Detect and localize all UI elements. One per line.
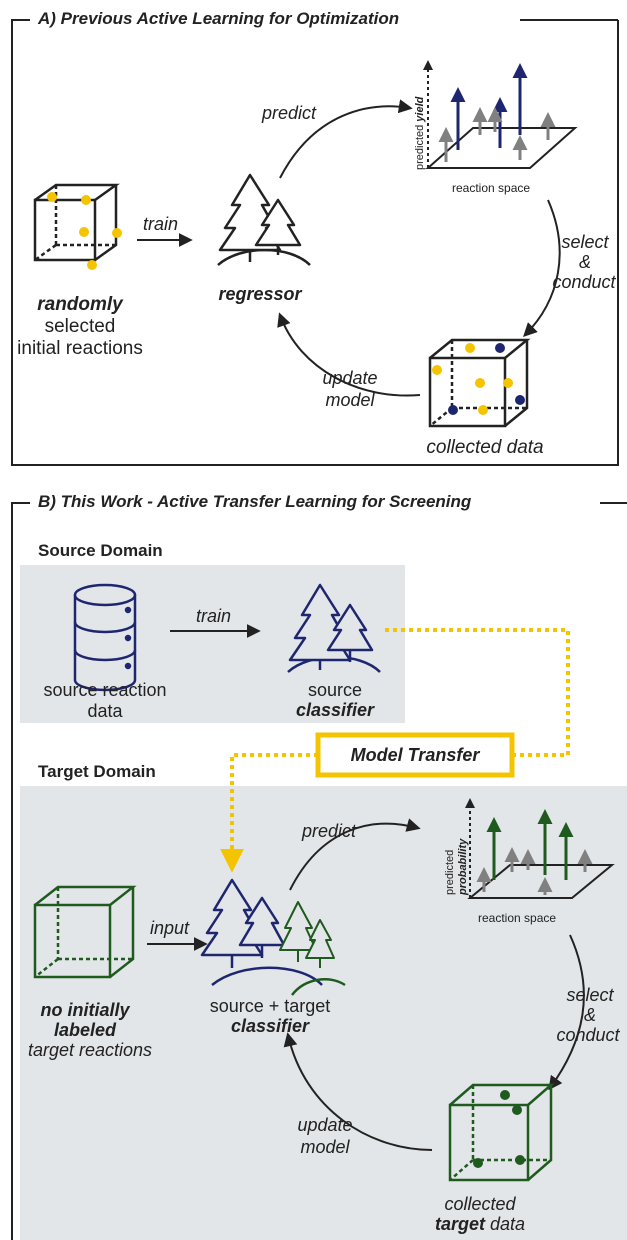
target-word: target (434, 1214, 485, 1234)
probability-axis-prefix: predicted (444, 849, 456, 895)
train-label-b: train (196, 606, 232, 626)
predict-label: predict (262, 103, 317, 123)
panel-b-frame (11, 502, 627, 1240)
selected-label: selected (44, 316, 116, 337)
probability-axis-label: predicted probability (444, 839, 469, 895)
conduct-label-b: conduct (556, 1025, 620, 1045)
model-transfer-label: Model Transfer (350, 745, 480, 765)
train-label: train (143, 214, 179, 234)
labeled-label: labeled (53, 1020, 117, 1040)
model-transfer-path (220, 628, 570, 873)
collected-cube (428, 338, 531, 428)
source-classifier-line2: classifier (295, 700, 375, 720)
update-label-b: update (297, 1115, 353, 1135)
probability-axis-bold: probability (456, 838, 469, 895)
select-arrow-b (548, 934, 585, 1091)
no-initially-label: no initially (40, 1000, 130, 1020)
select-label: select (561, 232, 609, 252)
source-data-line1: source reaction (43, 680, 167, 700)
panel-a-title: A) Previous Active Learning for Optimiza… (32, 9, 406, 29)
source-target-classifier-icon (200, 878, 346, 996)
st-classifier-label: classifier (230, 1016, 310, 1036)
collected-target-cube (448, 1083, 555, 1182)
select-arrow (523, 199, 561, 337)
target-reactions-label: target reactions (27, 1040, 153, 1060)
source-target-label: source + target (209, 996, 331, 1016)
source-classifier-tree-icon (287, 583, 381, 673)
probability-plot (465, 798, 615, 899)
yield-axis-label: predicted yield (414, 97, 427, 170)
source-domain-label: Source Domain (38, 541, 163, 560)
randomly-label: randomly (37, 294, 123, 315)
amp-label: & (578, 252, 591, 272)
update-arrow-b (283, 1032, 433, 1151)
model-label-b: model (300, 1137, 350, 1157)
source-classifier-line1: source (307, 680, 363, 700)
panel-b-title: B) This Work - Active Transfer Learning … (32, 492, 478, 512)
predict-arrow-b (289, 818, 421, 891)
amp-label-b: & (583, 1005, 596, 1025)
yield-plot (423, 60, 578, 169)
model-transfer-box (315, 732, 515, 778)
regressor-label: regressor (218, 284, 302, 304)
panel-a-frame (11, 19, 619, 466)
update-arrow (277, 312, 421, 397)
yield-axis-bold: yield (414, 96, 426, 122)
reaction-space-label-b: reaction space (478, 911, 557, 925)
data-word: data (484, 1214, 526, 1234)
regressor-tree-icon (217, 173, 311, 266)
source-data-line2: data (87, 701, 123, 721)
collected-dots (432, 343, 525, 415)
collected-label-b: collected (444, 1194, 516, 1214)
target-data-label: target data (420, 1214, 540, 1235)
target-domain-label: Target Domain (38, 762, 156, 781)
collected-data-label: collected data (426, 437, 544, 458)
yield-axis-prefix: predicted (414, 121, 426, 170)
select-label-b: select (566, 985, 614, 1005)
predict-label-b: predict (302, 821, 357, 841)
input-label: input (150, 918, 190, 938)
target-reactions-cube (33, 885, 137, 979)
predict-arrow (279, 99, 413, 179)
reaction-space-label-a: reaction space (452, 181, 531, 195)
conduct-label: conduct (552, 272, 616, 292)
model-label: model (325, 390, 375, 410)
database-icon (73, 583, 137, 692)
collected-target-dots (473, 1090, 525, 1168)
initial-reactions-label: initial reactions (17, 338, 143, 359)
initial-yellow-dots (47, 192, 122, 270)
update-label: update (322, 368, 378, 388)
